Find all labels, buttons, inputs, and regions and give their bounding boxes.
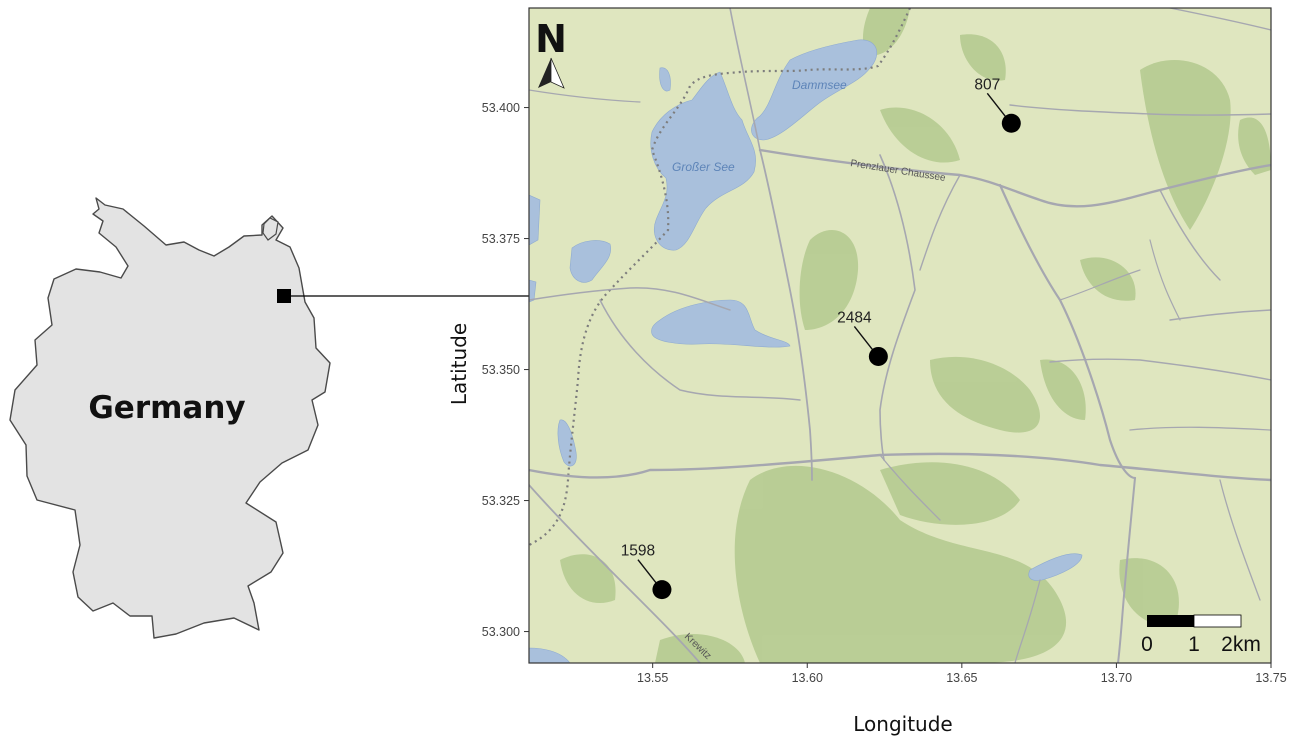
x-tick-label: 13.75 <box>1255 671 1286 685</box>
y-tick-label: 53.300 <box>482 625 520 639</box>
x-tick-label: 13.70 <box>1101 671 1132 685</box>
x-tick-label: 13.65 <box>946 671 977 685</box>
lake-label-dammsee: Dammsee <box>792 78 847 92</box>
lake-label-grosser-see: Großer See <box>672 160 735 174</box>
site-leader-line <box>637 559 657 584</box>
x-tick-label: 13.60 <box>792 671 823 685</box>
rugen-island <box>262 217 279 241</box>
germany-outline <box>9 197 331 639</box>
site-point[interactable] <box>652 580 672 600</box>
site-label: 807 <box>974 76 1000 93</box>
country-label: Germany <box>88 390 245 426</box>
study-area-marker <box>277 289 291 303</box>
y-tick-label: 53.400 <box>482 101 520 115</box>
scale-bar: 0 1 2km <box>1141 614 1261 656</box>
north-arrow: N <box>535 17 567 89</box>
site-leader-line <box>986 92 1006 117</box>
water-layer <box>529 39 1083 663</box>
x-axis-title: Longitude <box>853 712 952 736</box>
lake-middle <box>651 299 791 348</box>
x-tick-label: 13.55 <box>637 671 668 685</box>
lake-west <box>569 240 612 283</box>
forest-layer <box>560 8 1271 663</box>
x-axis: 13.55 13.60 13.65 13.70 13.75 <box>637 663 1287 685</box>
site-point[interactable] <box>1001 113 1021 133</box>
site-label: 2484 <box>837 309 872 326</box>
site-label: 1598 <box>621 543 655 560</box>
scale-bar-segment-2 <box>1193 614 1242 628</box>
y-tick-label: 53.375 <box>482 232 520 246</box>
y-tick-label: 53.325 <box>482 494 520 508</box>
lake-grosser-see <box>650 71 756 251</box>
state-border <box>529 8 912 546</box>
scale-bar-label-1: 1 <box>1188 633 1200 656</box>
scale-bar-label-0: 0 <box>1141 633 1153 656</box>
site-leader-line <box>853 326 873 350</box>
north-arrow-dark-half <box>538 58 551 88</box>
lake-dammsee <box>751 39 878 141</box>
north-letter: N <box>535 17 567 61</box>
map-panel-border <box>528 7 1272 664</box>
y-axis-title: Latitude <box>447 323 471 405</box>
germany-inset: Germany <box>9 197 529 639</box>
site-point[interactable] <box>868 346 888 366</box>
north-arrow-light-half <box>550 57 565 89</box>
map-panel[interactable]: Dammsee Großer See Prenzlauer Chaussee K… <box>529 8 1271 663</box>
sample-sites: 807 2484 1598 <box>621 76 1021 600</box>
road-network <box>529 8 1271 663</box>
y-tick-label: 53.350 <box>482 363 520 377</box>
scale-bar-segment-1 <box>1147 615 1194 627</box>
y-axis: 53.300 53.325 53.350 53.375 53.400 <box>482 101 529 639</box>
scale-bar-label-2km: 2km <box>1221 633 1261 656</box>
